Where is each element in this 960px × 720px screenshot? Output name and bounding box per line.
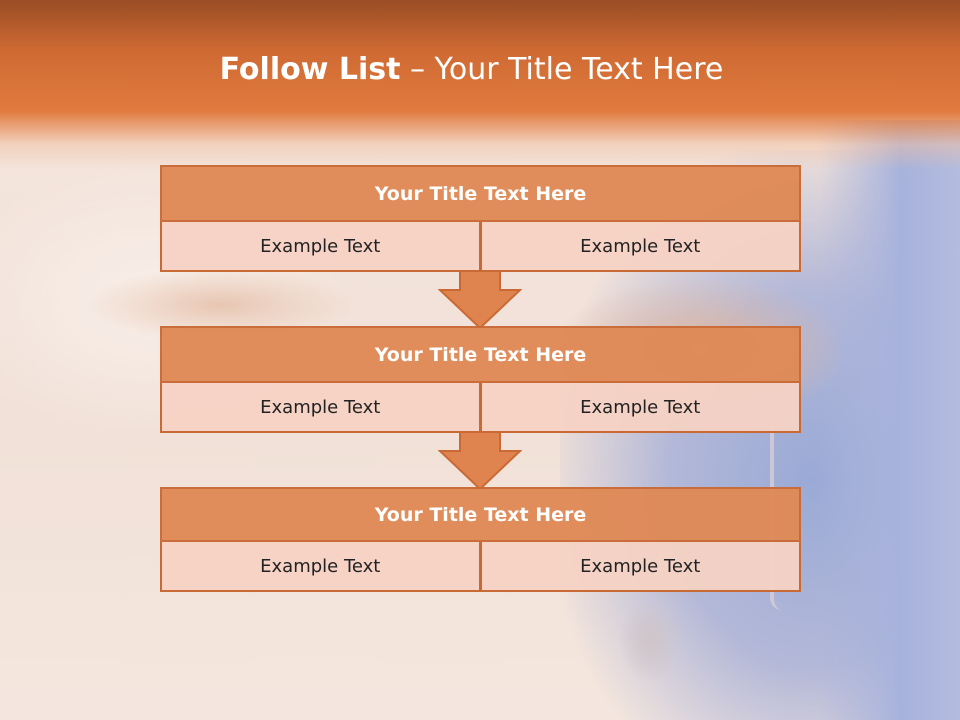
step-right-text: Example Text bbox=[480, 222, 801, 272]
title-bar bbox=[0, 0, 960, 170]
down-arrow-icon bbox=[438, 431, 522, 491]
title-rest: – Your Title Text Here bbox=[400, 52, 724, 87]
title-bold: Follow List bbox=[219, 52, 401, 87]
slide-title: Follow List – Your Title Text Here bbox=[0, 52, 943, 87]
step-title: Your Title Text Here bbox=[160, 326, 801, 383]
step-left-text: Example Text bbox=[160, 222, 481, 272]
step-right-text: Example Text bbox=[480, 383, 801, 433]
step-title: Your Title Text Here bbox=[160, 165, 801, 222]
step-right-text: Example Text bbox=[480, 542, 801, 592]
step-title: Your Title Text Here bbox=[160, 487, 801, 542]
step-box-3: Your Title Text Here Example Text Exampl… bbox=[160, 487, 801, 592]
step-left-text: Example Text bbox=[160, 542, 481, 592]
step-left-text: Example Text bbox=[160, 383, 481, 433]
down-arrow-icon bbox=[438, 270, 522, 330]
step-box-2: Your Title Text Here Example Text Exampl… bbox=[160, 326, 801, 433]
stethoscope-icon bbox=[620, 600, 680, 680]
step-box-1: Your Title Text Here Example Text Exampl… bbox=[160, 165, 801, 272]
